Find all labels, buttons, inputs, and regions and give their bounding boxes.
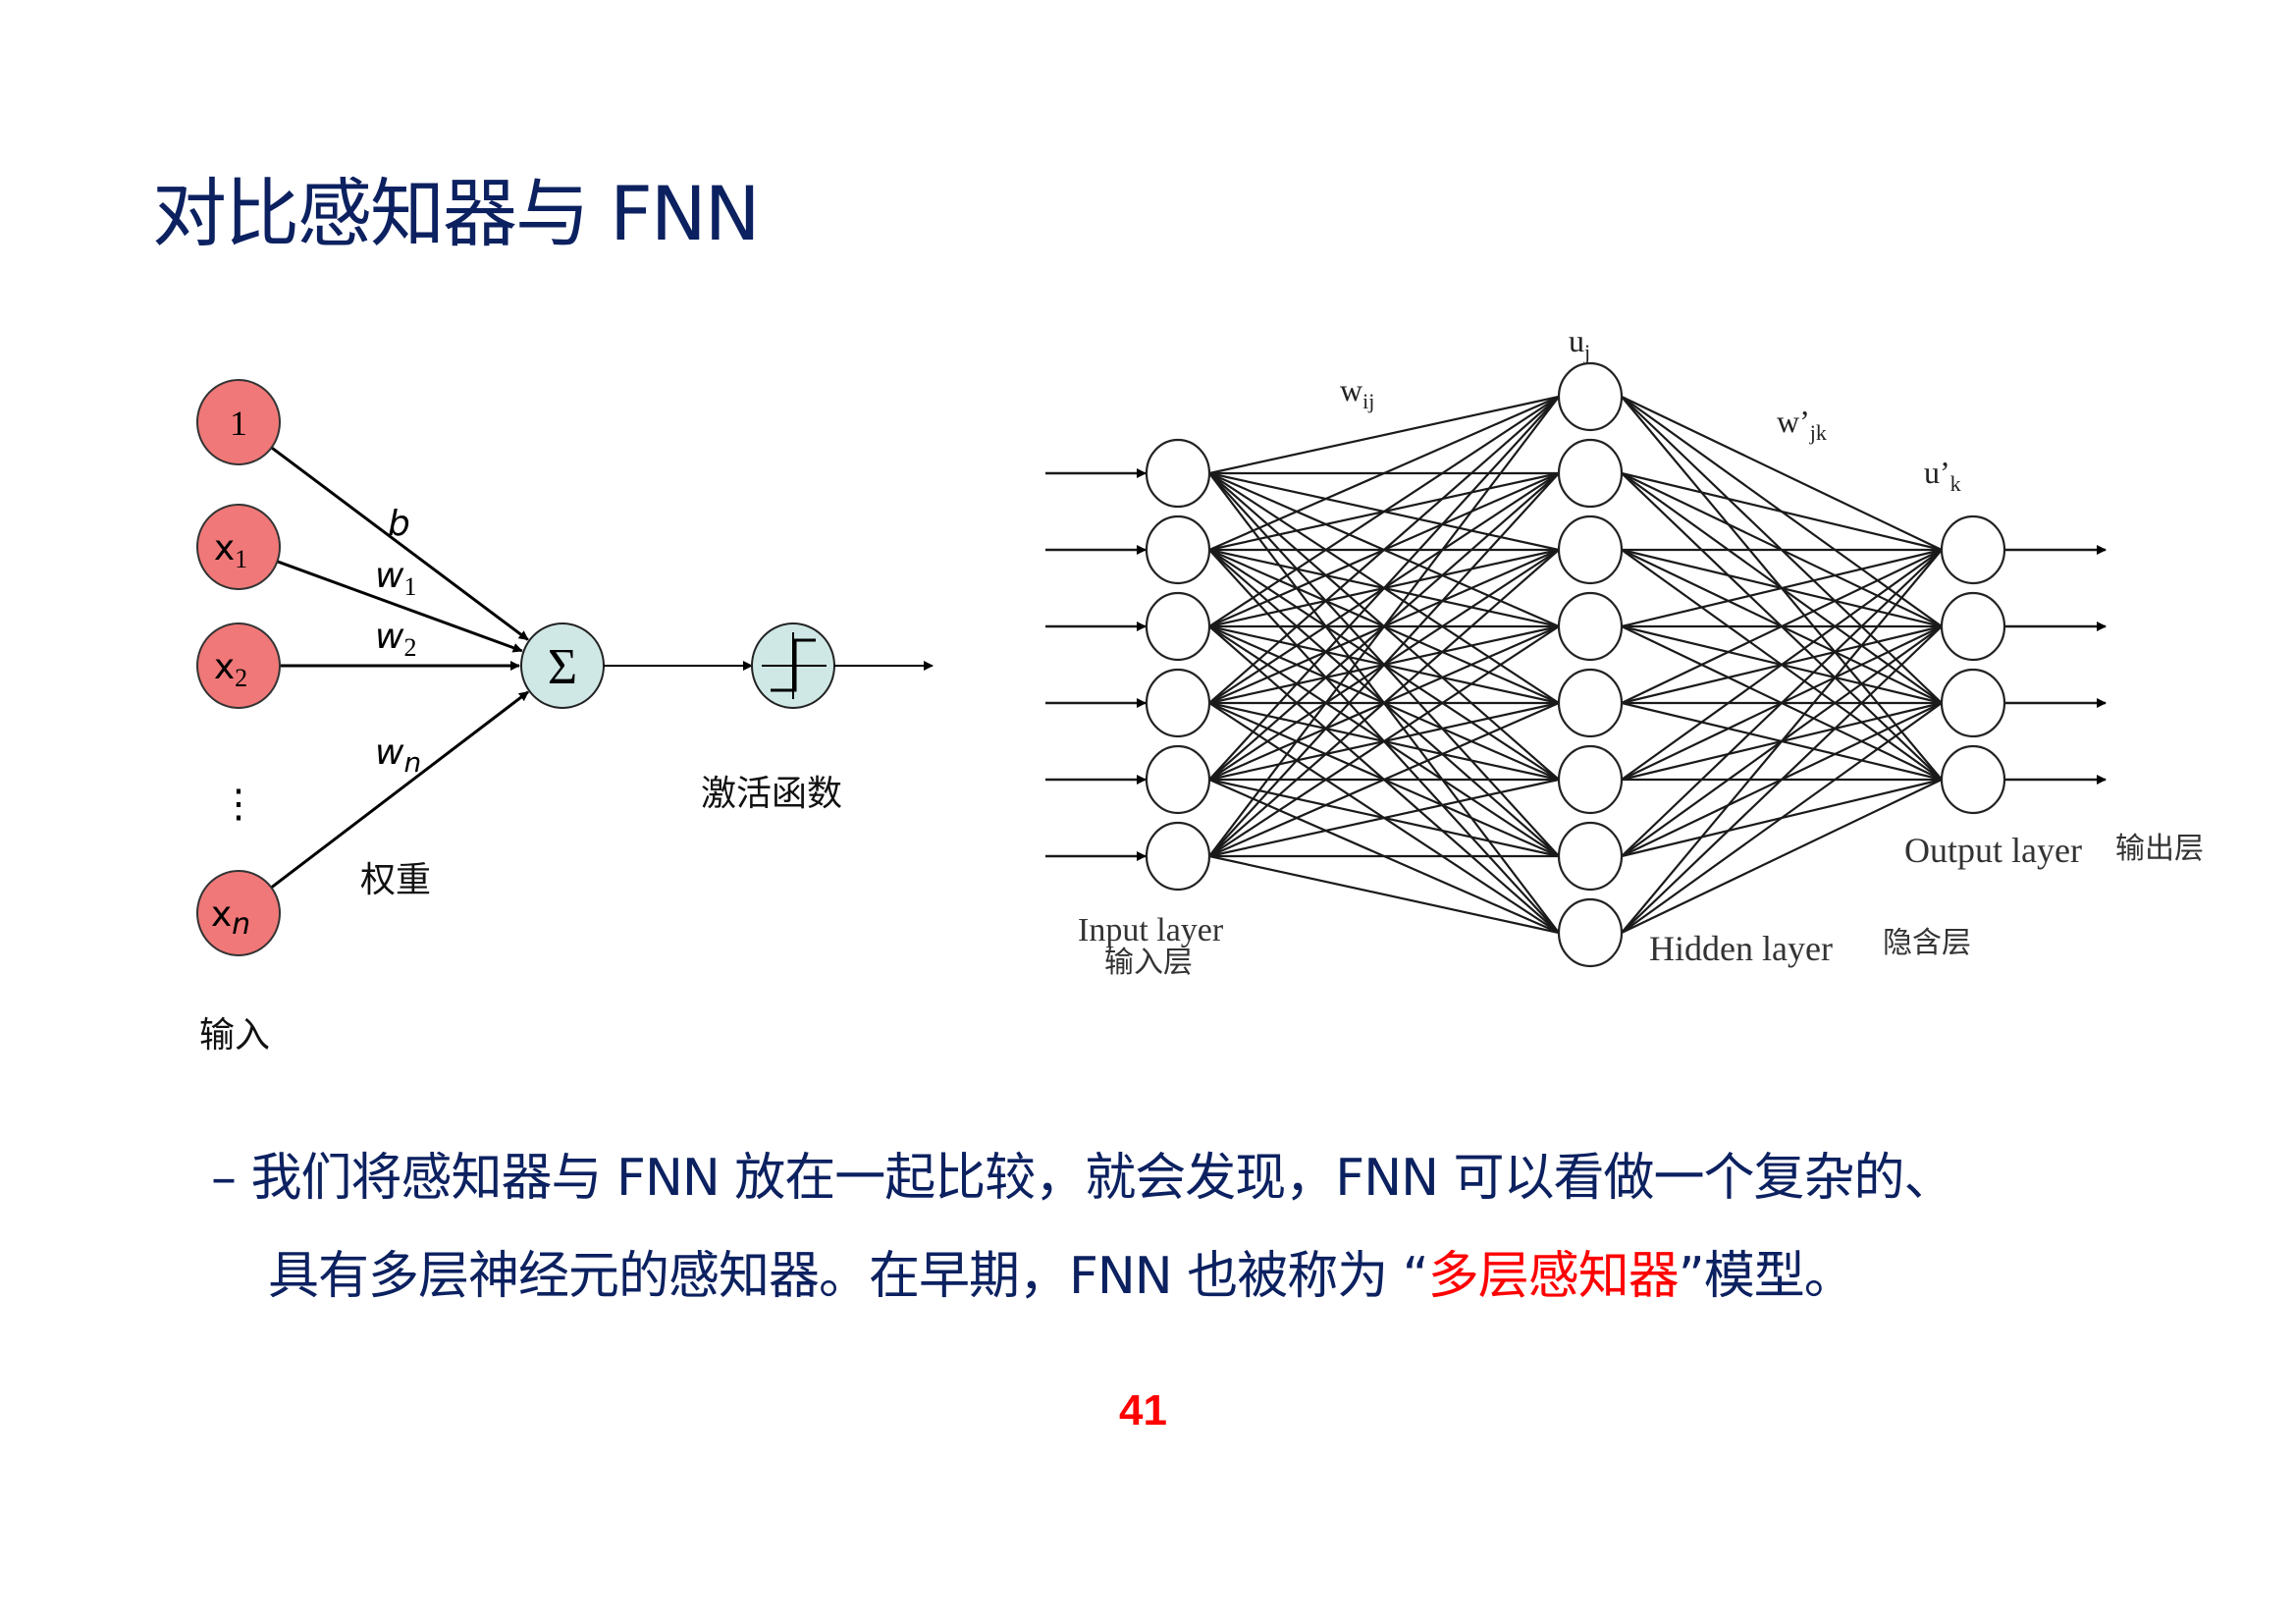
input-layer-node	[1145, 821, 1211, 892]
activation-node	[751, 623, 835, 709]
fnn-edge	[1208, 396, 1560, 781]
perceptron-edge	[270, 446, 529, 641]
input-node-label: xn	[211, 894, 250, 942]
sum-node: Σ	[520, 623, 605, 709]
svg-text:wn: wn	[375, 732, 421, 779]
input-layer-label: Input layer	[1078, 912, 1224, 948]
hidden-layer-node	[1557, 744, 1624, 815]
output-layer-node	[1940, 514, 2006, 585]
fnn-edge	[1621, 396, 1943, 551]
fnn-edge	[1208, 396, 1560, 857]
weight-label-wn: wn	[375, 732, 421, 779]
step-function-icon	[762, 632, 827, 699]
output-layer-label-zh: 输出层	[2115, 833, 2204, 865]
open-quote: “	[1402, 1247, 1429, 1306]
fnn-edge	[1208, 396, 1560, 627]
fnn-edge	[1208, 854, 1560, 935]
fnn-edge	[1208, 778, 1560, 858]
body-line-1: 我们将感知器与 FNN 放在一起比较，就会发现，FNN 可以看做一个复杂的、	[250, 1149, 1955, 1208]
input-layer-node	[1145, 744, 1211, 815]
input-node-label: x1	[214, 528, 247, 573]
highlight-term: 多层感知器	[1427, 1247, 1680, 1306]
fnn-edge	[1621, 549, 1943, 781]
input-node: x2	[196, 623, 281, 709]
weight-label-b: b	[388, 504, 410, 544]
fnn-edge	[1208, 395, 1560, 475]
weight-label-w1: w1	[375, 556, 416, 601]
hidden-layer-node	[1557, 438, 1624, 509]
svg-text:w2: w2	[375, 617, 416, 662]
close-quote: ”	[1678, 1247, 1705, 1306]
weight-label-w2: w2	[375, 617, 416, 662]
perceptron-edge	[270, 690, 529, 890]
fnn-edge	[1208, 701, 1560, 858]
fnn-nodes	[1145, 361, 2006, 968]
output-node-label: u’k	[1924, 455, 1961, 496]
output-layer-node	[1940, 744, 2006, 815]
fnn-edge	[1621, 702, 1943, 934]
input-layer-node	[1145, 591, 1211, 662]
hidden-node-label: uj	[1569, 323, 1590, 364]
fnn-edge	[1208, 472, 1560, 857]
fnn-edge	[1621, 471, 1943, 552]
weights-label: 权重	[360, 860, 431, 899]
input-layer-node	[1145, 668, 1211, 738]
fnn-arrows	[1045, 468, 2107, 861]
perceptron-diagram: 1 x1 x2 xn ⋮ b w1 w2 wn Σ	[196, 379, 934, 1055]
svg-text:b: b	[388, 504, 410, 544]
hidden-layer-label: Hidden layer	[1649, 929, 1833, 968]
svg-text:w1: w1	[375, 556, 416, 601]
fnn-edge	[1621, 549, 1943, 704]
fnn-edge	[1208, 396, 1560, 704]
output-layer-node	[1940, 668, 2006, 738]
fnn-edges	[1208, 395, 1943, 935]
input-label: 输入	[199, 1015, 270, 1055]
hidden-layer-node	[1557, 361, 1624, 432]
output-layer-label: Output layer	[1904, 831, 2082, 870]
input-node-label: 1	[230, 404, 247, 443]
hidden-layer-node	[1557, 514, 1624, 585]
weight-label-wij: wij	[1340, 372, 1374, 413]
body-line-2-end: 模型。	[1703, 1247, 1855, 1306]
fnn-edge	[1621, 548, 1943, 628]
hidden-layer-label-zh: 隐含层	[1883, 927, 1971, 959]
slide-title: 对比感知器与 FNN	[152, 170, 761, 257]
fnn-edge	[1621, 779, 1943, 934]
input-node: 1	[196, 379, 281, 465]
hidden-layer-node	[1557, 821, 1624, 892]
input-node: xn	[196, 870, 281, 956]
fnn-edge	[1621, 625, 1943, 934]
activation-label: 激活函数	[701, 774, 842, 813]
perceptron-edges	[270, 446, 529, 890]
perceptron-edge	[276, 560, 523, 653]
fnn-edge	[1208, 625, 1560, 857]
fnn-edge	[1208, 395, 1560, 552]
fnn-edge	[1621, 549, 1943, 857]
body-line-2-start: 具有多层神经元的感知器。在早期，FNN 也被称为	[268, 1247, 1388, 1306]
output-layer-node	[1940, 591, 2006, 662]
weight-label-wjk: w’jk	[1777, 404, 1827, 445]
input-layer-node	[1145, 438, 1211, 509]
fnn-diagram: wij uj w’jk u’k Input layer 输入层 Hidden l…	[1045, 323, 2204, 979]
ellipsis: ⋮	[219, 782, 258, 826]
body-paragraph: – 我们将感知器与 FNN 放在一起比较，就会发现，FNN 可以看做一个复杂的、…	[211, 1129, 2174, 1326]
sigma-icon: Σ	[548, 639, 577, 695]
input-layer-label-zh: 输入层	[1104, 947, 1193, 979]
hidden-layer-node	[1557, 668, 1624, 738]
input-node-label: x2	[214, 647, 247, 692]
bullet-dash: –	[211, 1149, 237, 1208]
input-layer-node	[1145, 514, 1211, 585]
page-number: 41	[1119, 1386, 1167, 1435]
hidden-layer-node	[1557, 897, 1624, 968]
fnn-edge	[1621, 549, 1943, 934]
perceptron-input-nodes: 1 x1 x2 xn	[196, 379, 281, 956]
input-node: x1	[196, 504, 281, 590]
hidden-layer-node	[1557, 591, 1624, 662]
body-line-2: 具有多层神经元的感知器。在早期，FNN 也被称为 “多层感知器”模型。	[211, 1227, 2174, 1326]
fnn-edge	[1208, 549, 1560, 857]
